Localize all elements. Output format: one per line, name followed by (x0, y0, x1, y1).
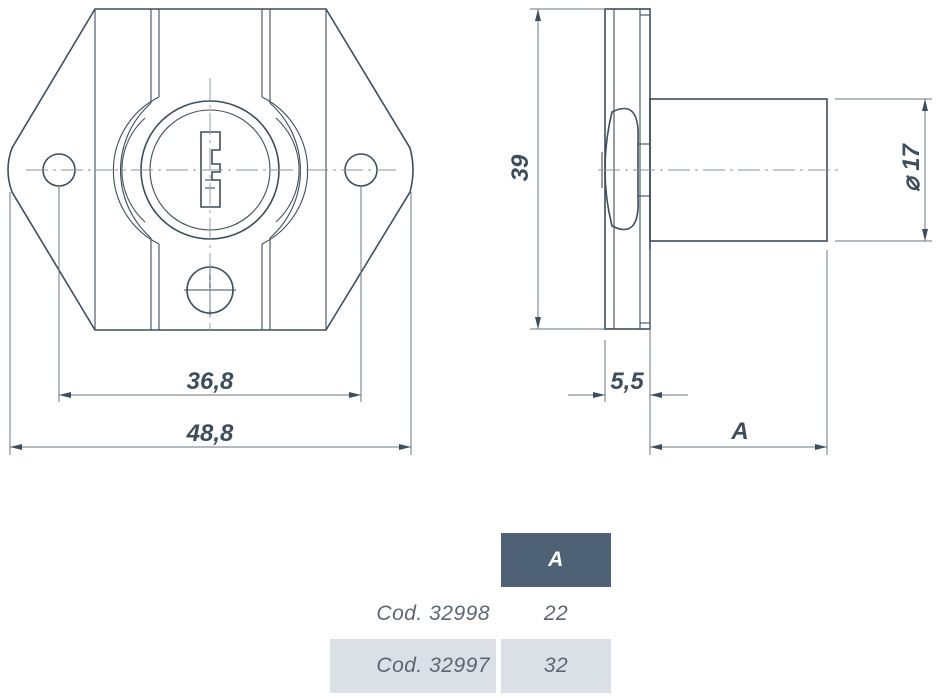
dim-length: A (730, 418, 748, 445)
dim-outer-width: 48,8 (186, 420, 234, 447)
technical-drawing: 36,8 48,8 39 ⌀ 17 (7, 8, 932, 455)
front-view: 36,8 48,8 (7, 8, 414, 455)
table-cell-code: Cod. 32997 (330, 639, 496, 693)
table-header-row: A (501, 533, 611, 587)
table-row: Cod. 32998 22 (330, 587, 611, 641)
push-button (604, 107, 639, 231)
table-cell-value: 32 (501, 639, 611, 693)
dim-plate-thickness: 5,5 (610, 368, 644, 395)
dim-inner-width: 36,8 (187, 368, 234, 395)
table-row: Cod. 32997 32 (330, 639, 611, 693)
dim-height: 39 (507, 154, 534, 181)
table-cell-value: 22 (543, 602, 569, 625)
table-header-a: A (501, 533, 611, 587)
dim-diameter: ⌀ 17 (898, 142, 925, 191)
table-cell-code: Cod. 32998 (376, 602, 490, 625)
side-plate (604, 8, 651, 330)
key-slot (200, 131, 221, 208)
side-view: 39 ⌀ 17 5,5 A (507, 8, 932, 455)
